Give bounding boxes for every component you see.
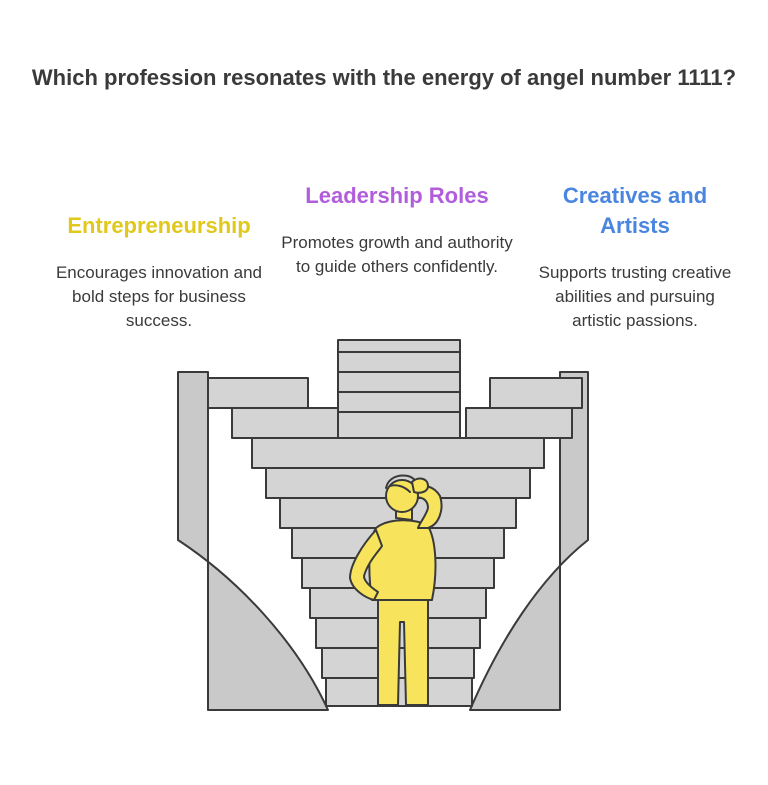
option-heading: Entrepreneurship [67, 213, 251, 238]
center-tower [337, 339, 461, 439]
right-stair-wall [469, 371, 589, 711]
option-creatives-and-artists: Creatives and Artists Supports trusting … [530, 181, 740, 333]
thinking-person [349, 474, 443, 706]
option-leadership-roles: Leadership Roles Promotes growth and aut… [280, 181, 514, 279]
option-description: Promotes growth and authority to guide o… [281, 233, 513, 276]
option-description: Supports trusting creative abilities and… [538, 263, 732, 330]
stair-step [207, 377, 309, 409]
left-stair-wall [177, 371, 329, 711]
option-description: Encourages innovation and bold steps for… [55, 263, 263, 330]
option-heading: Creatives and Artists [562, 183, 708, 238]
stair-step [231, 407, 339, 439]
diagram-title: Which profession resonates with the ener… [31, 65, 737, 90]
stair-step [489, 377, 583, 409]
option-entrepreneurship: Entrepreneurship Encourages innovation a… [48, 211, 270, 333]
option-heading: Leadership Roles [305, 183, 489, 208]
stair-step [465, 407, 573, 439]
stair-step [251, 437, 545, 469]
